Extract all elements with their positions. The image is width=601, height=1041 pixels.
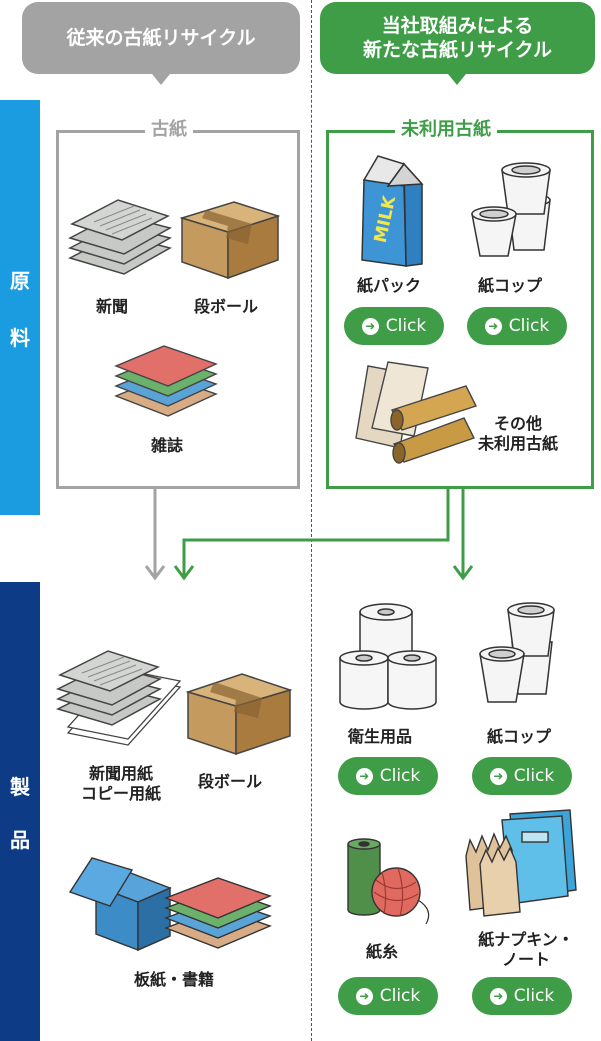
napkin-click-button[interactable]: ➜ Click — [472, 977, 572, 1015]
paper-tubes-icon — [355, 361, 477, 464]
newspaper-stack-icon — [68, 199, 172, 275]
raw-char-1: 原 — [10, 268, 30, 293]
green-flow-arrows — [173, 486, 474, 581]
paper-yarn-icon — [347, 838, 430, 925]
raw-paper-cup-click-button[interactable]: ➜ Click — [467, 307, 567, 345]
raw-other-line1: その他 — [493, 414, 542, 433]
old-recycling-header: 従来の古紙リサイクル — [22, 2, 300, 74]
flow-arrows — [144, 486, 474, 581]
new-recycling-header: 当社取組みによる 新たな古紙リサイクル — [320, 2, 595, 74]
product-napkin-line2: ノート — [501, 950, 550, 969]
new-header-pointer — [448, 74, 466, 85]
paper-cups-icon — [471, 162, 551, 257]
raw-other-line2: 未利用古紙 — [478, 434, 559, 453]
product-cardboard-box-icon — [185, 673, 293, 756]
board-books-icon — [68, 857, 272, 952]
new-frame-title: 未利用古紙 — [395, 119, 497, 141]
raw-char-2: 料 — [10, 325, 30, 350]
click-button-label: Click — [379, 986, 421, 1006]
click-button-label: Click — [379, 766, 421, 786]
product-napkin-line1: 紙ナプキン・ — [478, 930, 574, 949]
tissue-click-button[interactable]: ➜ Click — [338, 757, 438, 795]
click-button-label: Click — [385, 316, 427, 336]
product-paper-cup-label: 紙コップ — [487, 727, 552, 746]
milk-carton-icon: MILK — [361, 155, 424, 267]
napkin-notebook-icon — [465, 809, 577, 917]
new-recycling-title-line2: 新たな古紙リサイクル — [362, 39, 553, 61]
raw-magazine-label: 雑誌 — [151, 436, 184, 455]
product-tissue-label: 衛生用品 — [348, 727, 413, 746]
product-newspaper-line2: コピー用紙 — [80, 784, 161, 803]
product-board-label: 板紙・書籍 — [134, 970, 215, 989]
new-recycling-title-line1: 当社取組みによる — [381, 15, 534, 37]
click-button-label: Click — [508, 316, 550, 336]
product-newspaper-line1: 新聞用紙 — [88, 764, 153, 783]
column-divider — [311, 0, 312, 1041]
raw-material-side-label: 原 料 — [0, 100, 40, 515]
product-char-1: 製 — [10, 774, 30, 799]
product-newspaper-label: 新聞用紙 コピー用紙 — [66, 764, 176, 804]
product-cardboard-label: 段ボール — [198, 772, 263, 791]
raw-paper-cup-label: 紙コップ — [478, 276, 543, 295]
product-char-2: 品 — [10, 827, 30, 852]
arrow-right-icon: ➜ — [361, 317, 379, 335]
arrow-right-icon: ➜ — [355, 987, 373, 1005]
product-yarn-label: 紙糸 — [366, 942, 399, 961]
product-napkin-label: 紙ナプキン・ ノート — [470, 930, 582, 970]
arrow-right-icon: ➜ — [355, 767, 373, 785]
cardboard-box-icon — [179, 201, 281, 280]
toilet-paper-icon — [339, 603, 437, 710]
magazine-stack-icon — [114, 345, 218, 417]
product-side-label: 製 品 — [0, 582, 40, 1041]
product-paper-cups-icon — [479, 602, 555, 703]
arrow-right-icon: ➜ — [489, 987, 507, 1005]
raw-cardboard-label: 段ボール — [194, 297, 259, 316]
newspaper-copy-paper-icon — [55, 650, 182, 746]
raw-milk-carton-label: 紙パック — [357, 276, 422, 295]
old-recycling-title: 従来の古紙リサイクル — [66, 27, 256, 49]
click-button-label: Click — [513, 986, 555, 1006]
yarn-click-button[interactable]: ➜ Click — [338, 977, 438, 1015]
old-header-pointer — [152, 74, 170, 85]
milk-carton-click-button[interactable]: ➜ Click — [344, 307, 444, 345]
arrow-right-icon: ➜ — [484, 317, 502, 335]
gray-flow-arrow — [144, 486, 166, 581]
old-frame-title: 古紙 — [145, 119, 193, 141]
click-button-label: Click — [513, 766, 555, 786]
product-paper-cup-click-button[interactable]: ➜ Click — [472, 757, 572, 795]
raw-other-label: その他 未利用古紙 — [478, 414, 558, 454]
raw-newspaper-label: 新聞 — [96, 297, 129, 316]
arrow-right-icon: ➜ — [489, 767, 507, 785]
